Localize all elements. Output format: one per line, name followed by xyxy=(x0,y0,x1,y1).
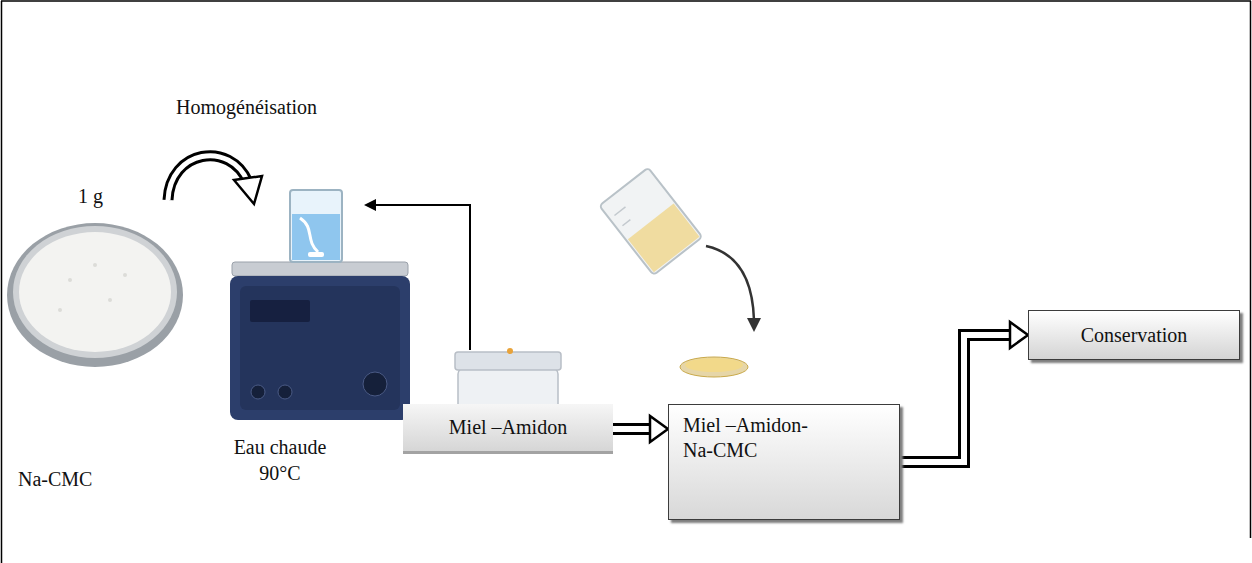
hot-plate-part xyxy=(232,262,408,276)
ingredient-box: Miel –Amidon xyxy=(403,404,613,454)
pouring-beaker-part xyxy=(614,207,625,216)
hot-plate-part xyxy=(240,286,400,410)
hollow-arrow xyxy=(613,416,668,442)
pouring-beaker-part xyxy=(628,204,700,273)
jar xyxy=(455,348,561,410)
powder-dish-part xyxy=(58,308,62,312)
pour-arrow-part xyxy=(706,246,754,320)
curved-arrow-part xyxy=(168,156,248,200)
box-text: Conservation xyxy=(1081,323,1188,348)
quantity-label: 1 g xyxy=(78,183,103,209)
thin-arrow xyxy=(364,199,470,350)
hollow-arrow xyxy=(900,322,1028,462)
powder-dish-part xyxy=(93,263,97,267)
condition-label: Eau chaude 90°C xyxy=(222,434,338,486)
frame-part xyxy=(1,1,3,563)
mixture-dish-part xyxy=(685,358,743,372)
jar-part xyxy=(455,352,561,370)
arrow-head xyxy=(1010,322,1028,348)
hot-plate-part xyxy=(363,372,387,396)
hot-plate-part xyxy=(251,385,265,399)
powder-dish-part xyxy=(108,298,112,302)
thin-arrow-part xyxy=(374,205,470,350)
beaker-part xyxy=(308,252,324,257)
beaker-part xyxy=(290,190,342,262)
step-label: Homogénéisation xyxy=(176,94,317,120)
frame-part xyxy=(1,0,1251,2)
mixture-dish xyxy=(680,357,748,377)
arrow-head xyxy=(650,416,668,442)
powder-dish xyxy=(7,223,183,367)
beaker xyxy=(290,190,342,262)
hot-plate-part xyxy=(230,276,410,420)
curved-arrow-part xyxy=(168,156,248,200)
beaker-part xyxy=(300,218,318,252)
powder-dish-part xyxy=(7,223,183,367)
box-text: Miel –Amidon- Na-CMC xyxy=(683,413,833,463)
arrow-inner xyxy=(900,335,1012,462)
mixture-box: Miel –Amidon- Na-CMC xyxy=(668,404,900,520)
curved-arrow-part xyxy=(234,176,262,204)
arrow-inner xyxy=(613,426,652,432)
curved-arrow xyxy=(168,156,262,204)
hot-plate-part xyxy=(250,300,310,322)
material-label: Na-CMC xyxy=(18,466,92,492)
pouring-beaker-part xyxy=(622,220,630,226)
powder-dish-part xyxy=(68,278,72,282)
pouring-beaker xyxy=(599,168,702,276)
mixture-dish-part xyxy=(680,357,748,377)
arrow-outline xyxy=(900,335,1012,462)
frame-part xyxy=(1250,1,1252,538)
step-box: Conservation xyxy=(1028,310,1240,360)
jar-part xyxy=(507,348,513,354)
pour-arrow-part xyxy=(747,318,761,332)
hot-plate-part xyxy=(278,385,292,399)
hot-plate xyxy=(230,262,410,420)
pour-arrow xyxy=(706,246,761,332)
thin-arrow-part xyxy=(364,199,376,211)
powder-dish-part xyxy=(13,226,177,358)
beaker-part xyxy=(292,214,340,260)
pouring-beaker-part xyxy=(599,168,702,276)
powder-dish-part xyxy=(123,273,127,277)
powder-dish-part xyxy=(19,232,171,352)
box-text: Miel –Amidon xyxy=(449,415,567,440)
arrow-outline xyxy=(613,423,652,435)
